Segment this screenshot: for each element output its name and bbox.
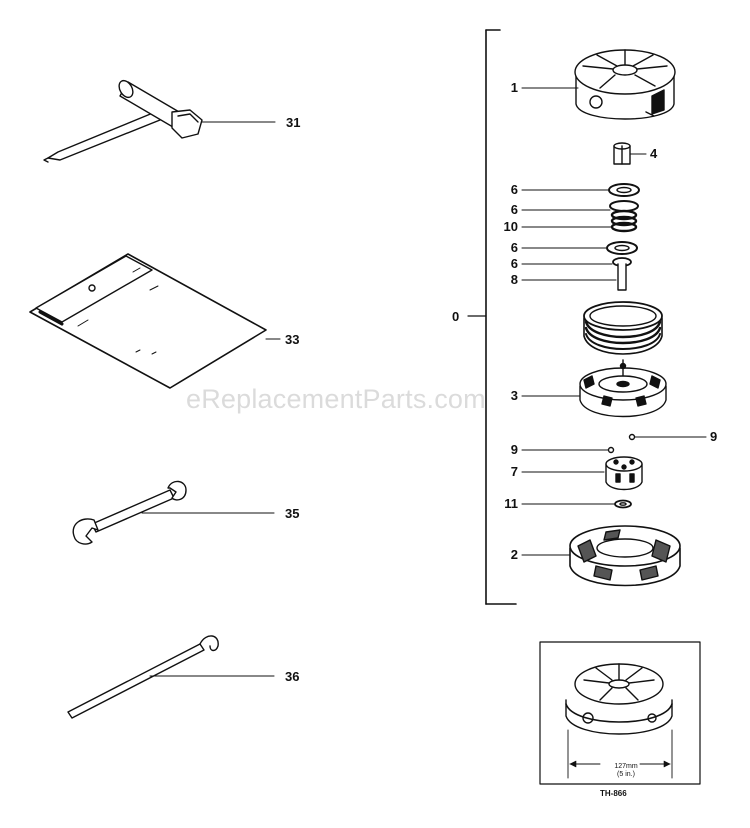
spring	[521, 209, 638, 233]
dimension-in: (5 in.)	[617, 771, 635, 778]
open-end-wrench	[72, 480, 275, 545]
callout-11: 11	[504, 496, 518, 511]
callout-31: 31	[286, 115, 301, 130]
spool-housing	[521, 525, 681, 587]
callout-0: 0	[452, 309, 460, 324]
assembly-bracket	[467, 29, 517, 605]
callout-6-c: 6	[510, 240, 518, 255]
flat-washer	[521, 499, 632, 509]
hook-tool	[67, 635, 275, 719]
dimension-mm: 127mm	[614, 763, 638, 770]
callout-10: 10	[503, 219, 518, 234]
owners-manual	[29, 253, 281, 389]
callout-35: 35	[285, 506, 300, 521]
callout-6-d: 6	[510, 256, 518, 271]
callout-9-right: 9	[710, 429, 718, 444]
inset-code: TH-866	[600, 789, 627, 798]
spool-cover	[521, 49, 676, 120]
eyelet-body	[521, 456, 643, 491]
trimmer-line-spool	[583, 301, 663, 355]
callout-7: 7	[510, 464, 518, 479]
spool-hub	[521, 359, 667, 418]
inset-assembled-head	[539, 641, 701, 785]
callout-6-a: 6	[510, 182, 518, 197]
pin-left	[521, 446, 615, 454]
callout-1: 1	[510, 80, 518, 95]
bolt	[521, 263, 627, 291]
callout-9-left: 9	[510, 442, 518, 457]
washer-upper	[521, 183, 640, 212]
callout-8: 8	[510, 272, 518, 287]
washer-lower	[521, 241, 638, 267]
watermark: eReplacementParts.com	[186, 384, 486, 414]
callout-4: 4	[650, 146, 658, 161]
callout-3: 3	[510, 388, 518, 403]
inset-dimension: 127mm (5 in.)	[596, 763, 656, 779]
pin-right	[628, 433, 707, 441]
callout-33: 33	[285, 332, 300, 347]
spark-plug-wrench	[43, 79, 276, 163]
callout-6-b: 6	[510, 202, 518, 217]
callout-2: 2	[510, 547, 518, 562]
hex-nut	[613, 142, 647, 165]
callout-36: 36	[285, 669, 300, 684]
